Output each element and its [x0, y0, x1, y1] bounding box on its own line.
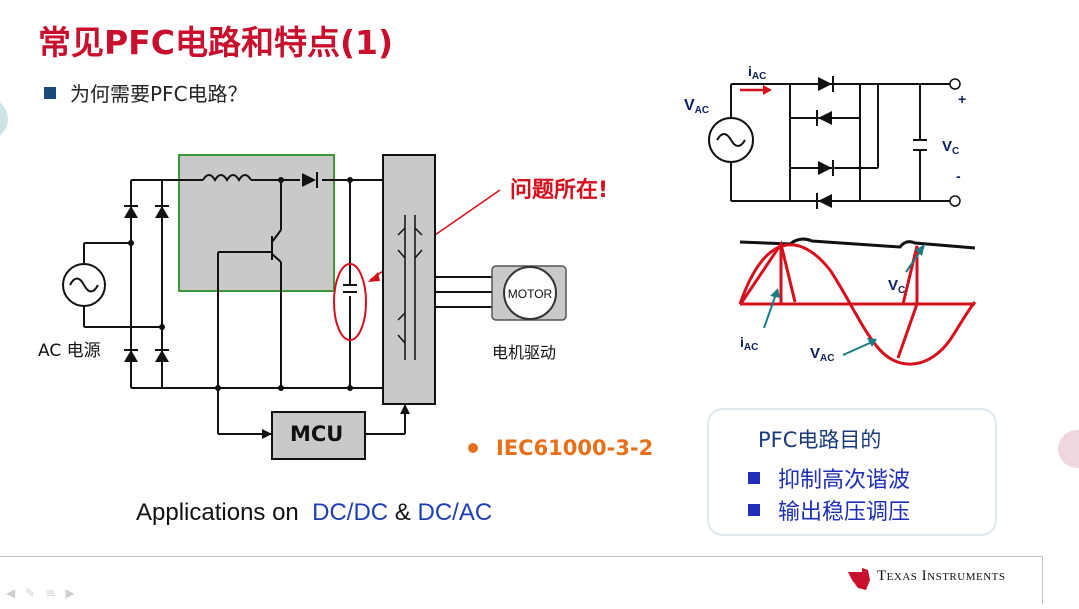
standard-bullet: IEC61000-3-2 [468, 436, 653, 460]
applications-prefix: Applications on [136, 499, 299, 526]
company-name: Texas Instruments [877, 568, 1006, 584]
ti-logo: Texas Instruments [843, 568, 1005, 585]
slide-title: 常见PFC电路和特点(1) [38, 23, 394, 62]
bullet-dot-icon [468, 443, 478, 453]
bullet-square-icon [44, 86, 56, 99]
rect-minus-label: - [956, 168, 961, 184]
side-tool-tab[interactable] [1058, 430, 1079, 468]
rect-vac-label: VAC [684, 97, 709, 116]
subtitle: 为何需要PFC电路？ [44, 78, 248, 107]
applications-dcdc: DC/DC [312, 499, 389, 526]
purpose-title: PFC电路目的 [758, 428, 882, 452]
purpose-item-text: 输出稳压调压 [778, 500, 911, 525]
rect-plus-label: + [958, 91, 966, 107]
standard-text: IEC61000-3-2 [496, 436, 654, 460]
subtitle-text: 为何需要PFC电路？ [70, 82, 248, 106]
waveform-plot [738, 237, 977, 366]
wave-vc-label: VC [888, 277, 905, 296]
wave-iac-label: iAC [740, 334, 758, 353]
pen-icon[interactable]: ✎ [25, 586, 36, 600]
pfc-block [178, 154, 335, 292]
bullet-square-icon [748, 472, 760, 484]
purpose-item-text: 抑制高次谐波 [778, 468, 911, 493]
prev-icon[interactable]: ◀ [6, 586, 16, 600]
player-controls[interactable]: ◀ ✎ ≡ ▶ [6, 586, 75, 600]
rect-vc-label: VC [942, 138, 959, 157]
bullet-square-icon [748, 504, 760, 516]
purpose-item: 抑制高次谐波 [748, 462, 910, 494]
rect-iac-label: iAC [748, 63, 766, 82]
motor-icon [503, 266, 557, 320]
mcu-block [271, 411, 366, 460]
purpose-item: 输出稳压调压 [748, 494, 910, 526]
menu-icon[interactable]: ≡ [45, 586, 56, 600]
next-icon[interactable]: ▶ [65, 586, 75, 600]
mcu-label: MCU [290, 422, 344, 446]
side-panel-tab[interactable] [0, 98, 8, 140]
applications-amp: & [394, 499, 411, 526]
problem-label: 问题所在! [510, 178, 609, 203]
inverter-block [382, 154, 436, 405]
applications-dcac: DC/AC [417, 499, 493, 526]
wave-vac-label: VAC [810, 345, 834, 364]
ti-logo-icon [848, 568, 870, 590]
footer-divider-vertical [1042, 556, 1043, 604]
motor-text: MOTOR [508, 287, 553, 301]
ac-source-label: AC 电源 [38, 341, 101, 361]
applications-line: Applications on DC/DC & DC/AC [136, 499, 492, 527]
problem-highlight-ellipse [333, 263, 367, 341]
footer-divider [0, 556, 1043, 557]
motor-drive-label: 电机驱动 [492, 343, 557, 362]
